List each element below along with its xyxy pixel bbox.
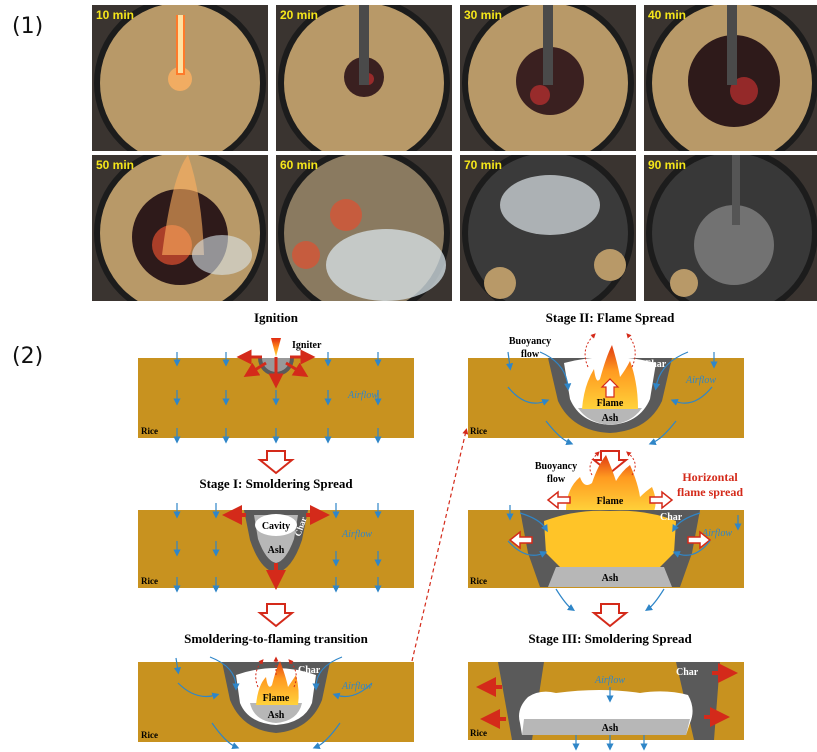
airflow-label: Airflow [701,528,732,539]
ash-zone [522,719,690,735]
photo-time-label: 20 min [280,8,319,22]
rice-label: Rice [470,728,487,738]
stage-arrow [257,603,295,628]
rice-label: Rice [141,730,158,740]
char-label: Char [644,359,667,370]
buoyancy-label: flow [547,474,566,485]
buoyancy-label: flow [521,349,540,360]
panel-label-2: (2) [12,344,44,369]
photo-time-label: 30 min [464,8,503,22]
cavity-label: Cavity [262,521,290,532]
photo-40min: 40 min [644,5,817,151]
char-label: Char [676,667,699,678]
flame-label: Flame [597,398,624,409]
horizontal-spread-label: Horizontal [682,470,738,484]
flame-icon [256,661,299,705]
flame-label: Flame [263,693,290,704]
igniter-icon [271,338,281,357]
ash-label: Ash [602,413,619,424]
stage-arrow [591,450,629,475]
photo-30min: 30 min [460,5,636,151]
rice-label: Rice [470,576,487,586]
char-zone [676,662,720,740]
ash-zone [548,567,672,587]
stage3-panel: Stage III: Smoldering Spread Ash Char Ai… [468,631,744,751]
photo-90min: 90 min [644,155,817,301]
stage2-panel: Stage II: Flame Spread Flame Ash Char Ai… [468,310,744,475]
ash-label: Ash [602,573,619,584]
photo-time-label: 40 min [648,8,687,22]
buoyancy-label: Buoyancy [535,461,577,472]
ignition-panel: Ignition Igniter Airflow Rice [138,310,414,475]
stage1-title: Stage I: Smoldering Spread [199,476,353,491]
connector-arrow [411,428,469,662]
transition-title: Smoldering-to-flaming transition [184,631,369,646]
photo-50min: 50 min [92,155,268,301]
airflow-label: Airflow [594,675,625,686]
stage3-title: Stage III: Smoldering Spread [528,631,692,646]
flame-icon [582,345,638,409]
airflow-label: Airflow [347,390,378,401]
flame-zone [544,510,676,567]
stage1-panel: Stage I: Smoldering Spread Cavity Ash Ch… [138,476,414,628]
photo-70min: 70 min [460,155,636,301]
buoyancy-label: Buoyancy [509,336,551,347]
panel-label-1: (1) [12,14,44,39]
char-label: Char [660,512,683,523]
horizontal-spread-label: flame spread [677,485,743,499]
photo-time-label: 60 min [280,158,319,172]
ash-zone [250,703,302,723]
rice-label: Rice [141,576,158,586]
photo-time-label: 10 min [96,8,135,22]
stage-arrow [591,603,629,628]
rice-label: Rice [141,426,158,436]
airflow-label: Airflow [685,375,716,386]
flame-icon [566,455,656,511]
char-label: Char [298,665,321,676]
stage2b-panel: Flame Ash Char Airflow Rice Buoyancy flo… [468,451,744,628]
rice-label: Rice [470,426,487,436]
flame-label: Flame [597,496,624,507]
ash-label: Ash [602,723,619,734]
cavity-zone [255,514,297,536]
ignition-title: Ignition [254,310,299,325]
ash-label: Ash [268,545,285,556]
photo-10min: 10 min [92,5,268,151]
photo-60min: 60 min [276,155,452,301]
photo-20min: 20 min [276,5,452,151]
ash-zone [578,408,642,425]
stage2-title: Stage II: Flame Spread [546,310,675,325]
igniter-label: Igniter [292,340,322,351]
process-schematic: Ignition Igniter Airflow Rice Stage I: S… [138,310,744,751]
airflow-label: Airflow [341,529,372,540]
stage-arrow [257,450,295,475]
photo-time-label: 90 min [648,158,687,172]
transition-panel: Smoldering-to-flaming transition Flame A… [138,631,414,750]
airflow-label: Airflow [341,681,372,692]
ash-label: Ash [268,710,285,721]
photo-time-label: 70 min [464,158,503,172]
photo-time-label: 50 min [96,158,135,172]
